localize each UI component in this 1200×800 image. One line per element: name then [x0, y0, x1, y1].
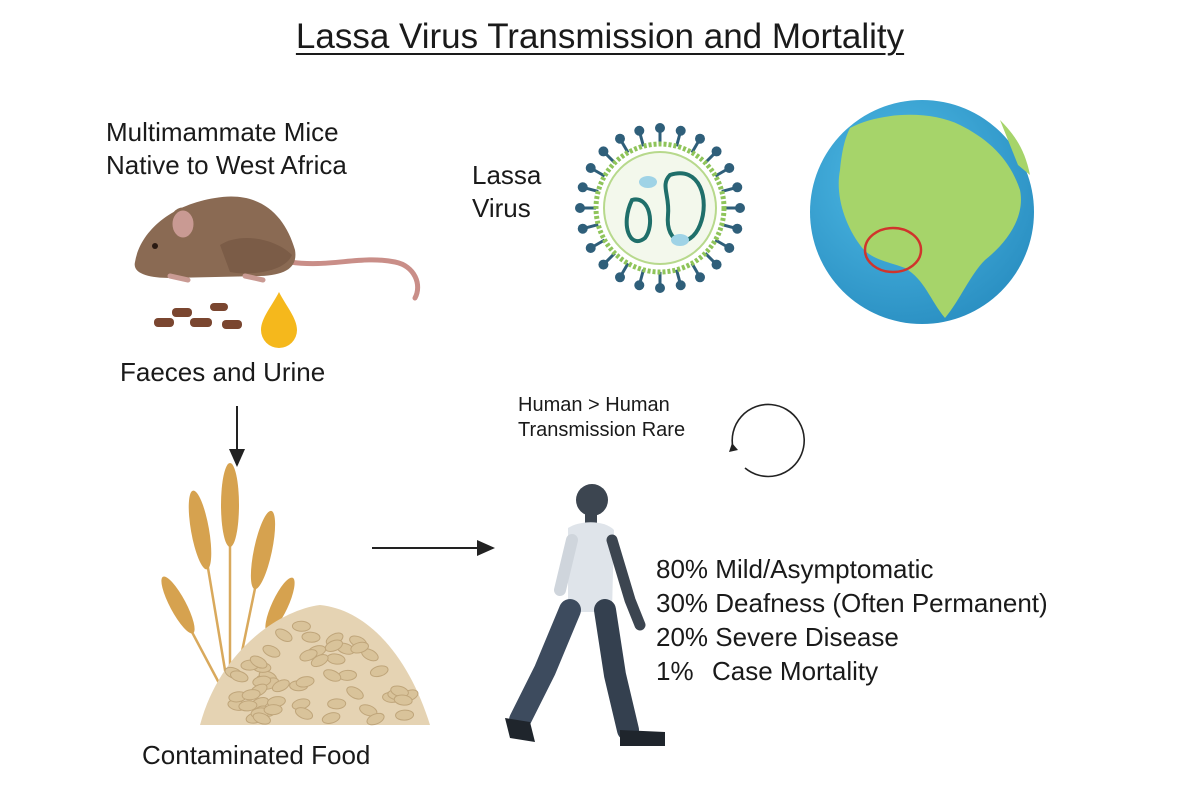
grain [328, 699, 346, 710]
virus-spike-head [655, 283, 665, 293]
virus-spike-head [724, 243, 734, 253]
virus-spike-head [598, 260, 608, 270]
grain-pile-icon [200, 605, 430, 727]
virus-spike-head [634, 280, 644, 290]
virus-icon [575, 123, 745, 293]
virus-spike-head [586, 163, 596, 173]
virus-spike-head [655, 123, 665, 133]
virus-spike-head [724, 163, 734, 173]
person-walking-icon [505, 484, 665, 746]
virus-spike-head [695, 272, 705, 282]
virus-spike-head [615, 272, 625, 282]
virus-spike-head [586, 243, 596, 253]
virus-spike-head [732, 224, 742, 234]
virus-spike-head [578, 182, 588, 192]
virus-spike-head [598, 146, 608, 156]
faeces-icon [154, 303, 242, 329]
virus-spike-head [732, 182, 742, 192]
grain [264, 704, 282, 715]
grain [292, 621, 310, 632]
virus-spike-head [676, 126, 686, 136]
virus-spike-head [712, 260, 722, 270]
cycle-arrow-icon [729, 404, 804, 476]
virus-spike-head [615, 134, 625, 144]
virus-spike-head [712, 146, 722, 156]
virus-spike-head [634, 126, 644, 136]
mouse-icon [135, 197, 418, 298]
virus-spike-head [695, 134, 705, 144]
virus-spike-head [575, 203, 585, 213]
virus-spike-head [578, 224, 588, 234]
virus-spike-head [676, 280, 686, 290]
urine-drop-icon [261, 292, 297, 348]
globe-icon [810, 100, 1034, 324]
virus-spike-head [735, 203, 745, 213]
